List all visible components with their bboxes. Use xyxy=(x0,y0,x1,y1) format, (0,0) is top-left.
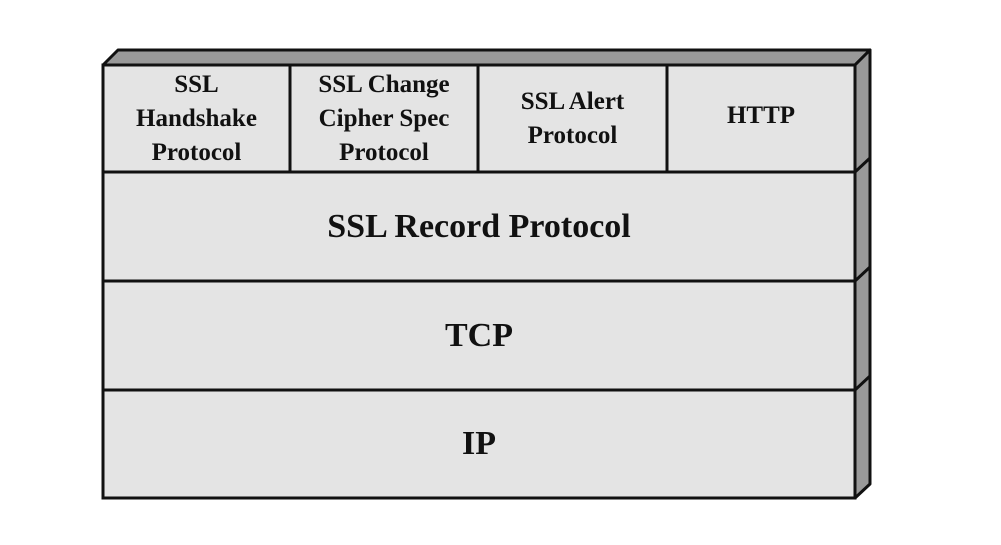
ssl-change-cipher-spec-protocol-box: SSL Change Cipher Spec Protocol xyxy=(318,71,450,166)
http-box: HTTP xyxy=(726,102,796,129)
tcp-layer: TCP xyxy=(445,316,513,354)
stack-top-face xyxy=(101,48,872,67)
ssl-alert-protocol-box: SSL Alert Protocol xyxy=(520,88,625,149)
ssl-record-protocol-layer: SSL Record Protocol xyxy=(327,207,631,245)
side-divider xyxy=(853,265,872,283)
side-divider xyxy=(853,374,872,392)
ssl-handshake-protocol-box: SSL Handshake Protocol xyxy=(136,71,257,166)
side-divider xyxy=(853,156,872,174)
ip-layer: IP xyxy=(462,425,496,462)
